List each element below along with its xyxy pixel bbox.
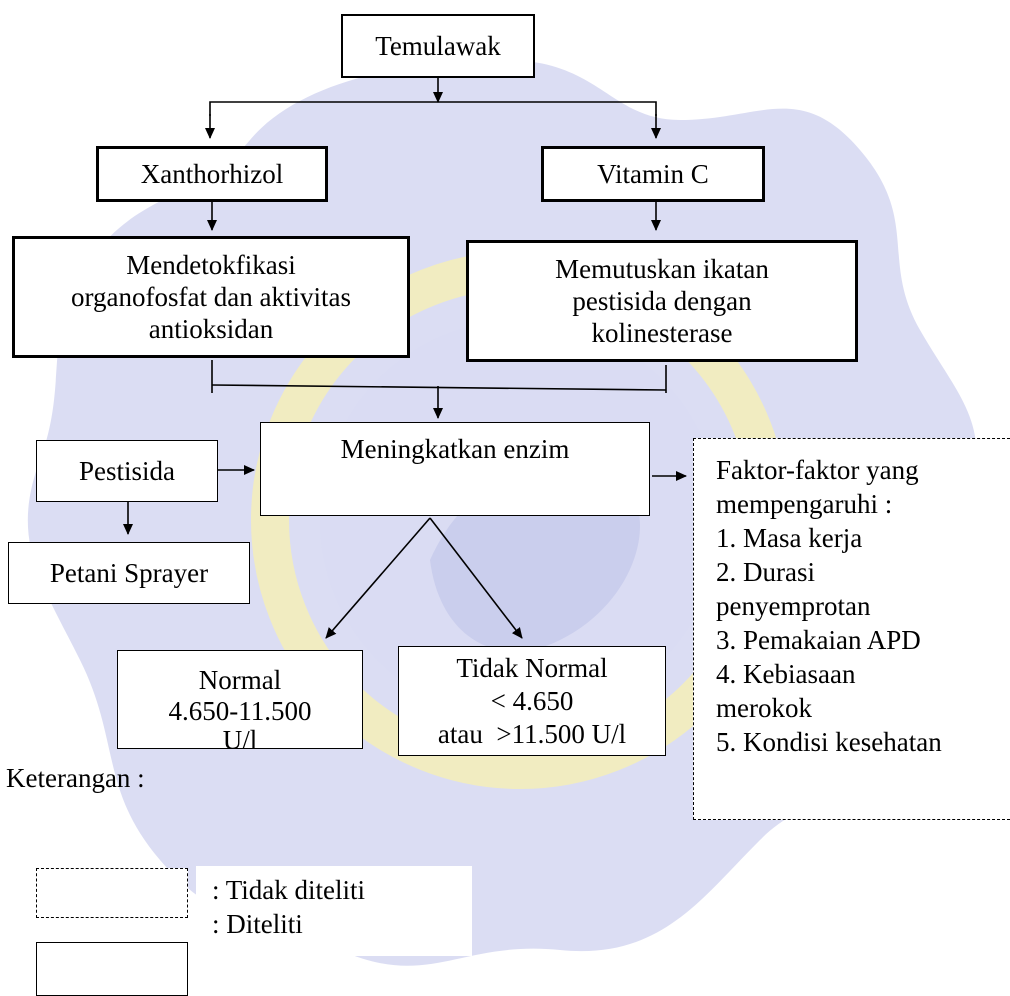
node-vitamin-c: Vitamin C [541, 146, 765, 202]
node-vitamin-c-label: Vitamin C [597, 159, 709, 189]
node-mendetokfikasi-line-3: antioksidan [148, 314, 274, 344]
node-xanthorhizol-label: Xanthorhizol [140, 159, 284, 189]
node-petani-sprayer-label: Petani Sprayer [49, 558, 209, 588]
faktor-item-2: 2. Durasi [716, 557, 815, 587]
node-memutuskan-line-3: kolinesterase [591, 318, 733, 348]
legend-solid-label: : Diteliti [212, 909, 303, 939]
node-normal-line-1: Normal [198, 665, 282, 695]
faktor-box: Faktor-faktor yang mempengaruhi : 1. Mas… [693, 438, 1010, 820]
node-normal: Normal 4.650-11.500 U/l [117, 650, 363, 749]
node-temulawak-label: Temulawak [375, 31, 501, 61]
faktor-item-3: 3. Pemakaian APD [716, 625, 921, 655]
legend-label-background [196, 866, 472, 956]
node-tidak-normal-line-3: atau >11.500 U/l [437, 718, 627, 749]
node-memutuskan-line-2: pestisida dengan [572, 286, 752, 316]
legend-solid-swatch [36, 942, 188, 996]
faktor-title-line-1: Faktor-faktor yang [716, 455, 919, 485]
node-normal-line-2: 4.650-11.500 [168, 696, 312, 726]
node-meningkatkan-enzim: Meningkatkan enzim [260, 422, 650, 516]
node-normal-line-3: U/l [222, 725, 258, 749]
node-pestisida-label: Pestisida [78, 456, 175, 486]
node-pestisida: Pestisida [36, 440, 218, 502]
node-mendetokfikasi: Mendetokfikasi organofosfat dan aktivita… [12, 236, 410, 358]
node-tidak-normal-line-1: Tidak Normal [456, 652, 608, 683]
faktor-item-5: 5. Kondisi kesehatan [716, 727, 942, 757]
node-tidak-normal-line-2: < 4.650 [490, 685, 574, 716]
node-mendetokfikasi-line-2: organofosfat dan aktivitas [71, 282, 351, 312]
faktor-item-4: 4. Kebiasaan [716, 659, 856, 689]
legend-dashed-swatch [36, 868, 188, 918]
faktor-title-line-2: mempengaruhi : [716, 489, 893, 519]
node-mendetokfikasi-line-1: Mendetokfikasi [126, 250, 296, 280]
faktor-item-1: 1. Masa kerja [716, 523, 863, 553]
node-temulawak: Temulawak [341, 14, 535, 78]
node-petani-sprayer: Petani Sprayer [8, 542, 250, 604]
node-memutuskan: Memutuskan ikatan pestisida dengan kolin… [466, 240, 858, 362]
node-memutuskan-line-1: Memutuskan ikatan [555, 254, 769, 284]
node-tidak-normal: Tidak Normal < 4.650 atau >11.500 U/l [398, 646, 666, 756]
legend-dashed-label: : Tidak diteliti [212, 875, 366, 905]
faktor-item-4-cont: merokok [716, 693, 812, 723]
legend-heading: Keterangan : [6, 763, 145, 793]
node-meningkatkan-enzim-label: Meningkatkan enzim [340, 434, 570, 464]
node-xanthorhizol: Xanthorhizol [96, 146, 328, 202]
faktor-item-2-cont: penyemprotan [716, 591, 871, 621]
